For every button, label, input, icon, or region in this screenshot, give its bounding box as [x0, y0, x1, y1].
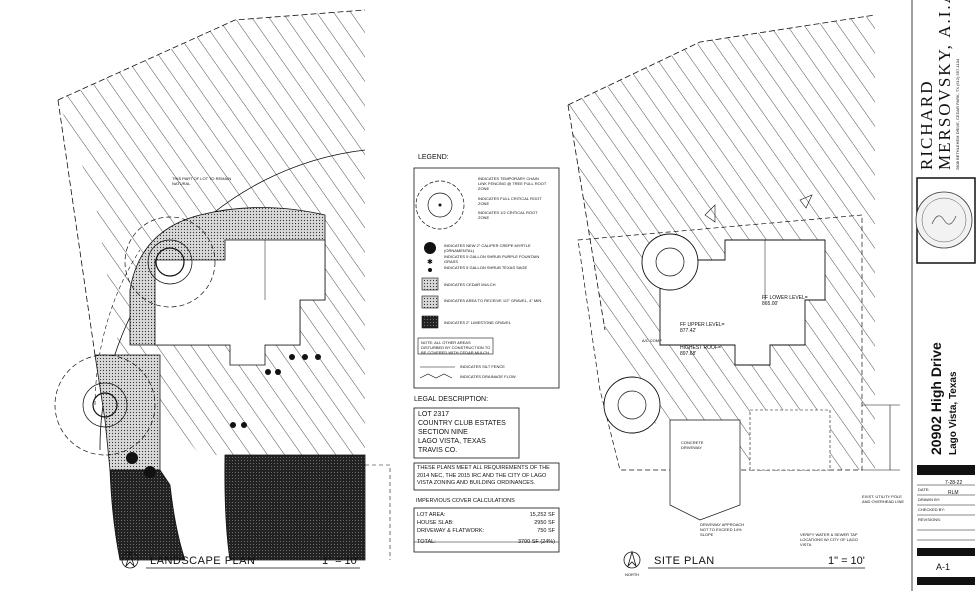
ff-upper-label: FF UPPER LEVEL= 877.42': [680, 322, 725, 334]
project-address: 20902 High Drive: [928, 342, 944, 455]
highest-roof-label: HIGHEST ROOF= 897.68': [680, 345, 721, 357]
legend-box: ✱: [413, 167, 560, 389]
legal-lines: LOT 2317 COUNTRY CLUB ESTATES SECTION NI…: [418, 410, 506, 455]
legend-item-half-root: INDICATES 1/2 CRITICAL ROOT ZONE: [478, 210, 538, 220]
total-label: TOTAL:: [417, 539, 436, 545]
driveway-approach-label: DRIVEWAY APPROACH NOT TO EXCEED 14% SLOP…: [700, 522, 745, 537]
row-value: 15,252 SF: [529, 512, 555, 518]
ac-comp-label: A/C COMP: [642, 338, 662, 343]
impervious-row: LOT AREA: 15,252 SF: [417, 511, 555, 519]
legend-item-crepe-myrtle: INDICATES NEW 2" CALIPER CREPE MYRTLE (O…: [444, 243, 531, 253]
checked-by-label: CHECKED BY:: [918, 507, 945, 512]
row-label: LOT AREA:: [417, 512, 446, 518]
legend-item-texas-sage: INDICATES 5 GALLON SHRUB TEXAS SAGE: [444, 265, 528, 270]
impervious-row: DRIVEWAY & FLATWORK: 750 SF: [417, 527, 555, 535]
remain-natural-note: THIS PART OF LOT TO REMAIN NATURAL: [172, 176, 232, 186]
impervious-table: LOT AREA: 15,252 SF HOUSE SLAB: 2950 SF DR…: [417, 511, 555, 546]
legal-heading: LEGAL DESCRIPTION:: [414, 396, 489, 403]
ff-lower-label: FF LOWER LEVEL= 865.00': [762, 295, 808, 307]
legal-line: SECTION NINE: [418, 429, 468, 436]
total-value: 3700 SF (24%): [518, 539, 555, 545]
impervious-box: [413, 507, 560, 553]
utility-pole-label: EXIST. UTILITY POLE AND OVERHEAD LINE: [862, 494, 905, 504]
legend-heading: LEGEND:: [418, 154, 449, 161]
architect-name-line1: RICHARD: [917, 79, 936, 170]
code-compliance-note: THESE PLANS MEET ALL REQUIREMENTS OF THE…: [417, 465, 550, 486]
row-value: 2950 SF: [534, 520, 555, 526]
architect-name-line2: MERSOVSKY, A.I.A.: [935, 0, 954, 170]
drawn-by-label: DRAWN BY:: [918, 497, 941, 502]
revisions-label: REVISIONS:: [918, 517, 941, 522]
legal-line: LAGO VISTA, TEXAS: [418, 438, 486, 445]
site-plan-drawing: [567, 14, 900, 569]
row-label: DRIVEWAY & FLATWORK:: [417, 528, 485, 534]
legend-item-full-root: INDICATES FULL CRITICAL ROOT ZONE: [478, 196, 542, 206]
legal-line: TRAVIS CO.: [418, 447, 458, 454]
code-note-box: [413, 462, 560, 491]
legend-item-limestone: INDICATES 2" LIMESTONE GRAVEL: [444, 320, 511, 325]
project-city: Lago Vista, Texas: [948, 371, 959, 455]
legend-item-silt-fence: INDICATES SILT FENCE: [460, 364, 505, 369]
legend-item-fountain-grass: INDICATES 5 GALLON SHRUB PURPLE FOUNTAIN…: [444, 254, 540, 264]
date-value: 7-28-22: [945, 480, 963, 486]
water-sewer-label: VERIFY WATER & SEWER TAP LOCATIONS W/ CI…: [800, 532, 858, 547]
north-label: NORTH: [625, 572, 640, 577]
legend-item-cedar-mulch: INDICATES CEDAR MULCH: [444, 282, 496, 287]
landscape-plan-title: LANDSCAPE PLAN: [150, 555, 256, 567]
legal-box: [413, 407, 520, 459]
impervious-heading: IMPERVIOUS COVER CALCULATIONS: [416, 498, 515, 504]
svg-text:✱: ✱: [427, 258, 433, 266]
landscape-plan-scale: 1" = 10': [322, 555, 359, 567]
impervious-total-row: TOTAL: 3700 SF (24%): [417, 538, 555, 546]
legend-note: NOTE: ALL OTHER AREAS DISTURBED BY CONST…: [421, 340, 491, 355]
row-value: 750 SF: [537, 528, 555, 534]
impervious-row: HOUSE SLAB: 2950 SF: [417, 519, 555, 527]
site-plan-scale: 1" = 10': [828, 555, 865, 567]
sheet-number: A-1: [936, 562, 951, 572]
legend-item-fence: INDICATES TEMPORARY CHAIN LINK FENCING @…: [478, 176, 547, 191]
legal-line: LOT 2317: [418, 411, 450, 418]
title-block-linework: [911, 0, 976, 591]
legend-item-gravel: INDICATES AREA TO RECEIVE 1/2" GRAVEL, 4…: [444, 298, 543, 303]
date-label: DATE:: [918, 487, 930, 492]
architect-address: 2808 BETHLEHEM DRIVE, CEDAR PARK, TX (51…: [955, 58, 960, 170]
concrete-driveway-label: CONCRETE DRIVEWAY: [681, 440, 704, 450]
legal-line: COUNTRY CLUB ESTATES: [418, 420, 506, 427]
site-plan-title: SITE PLAN: [654, 555, 715, 567]
drawn-by-value: RLM: [948, 490, 959, 496]
row-label: HOUSE SLAB:: [417, 520, 454, 526]
landscape-plan-drawing: [54, 9, 391, 569]
legend-item-drainage: INDICATES DRAINAGE FLOW: [460, 374, 516, 379]
